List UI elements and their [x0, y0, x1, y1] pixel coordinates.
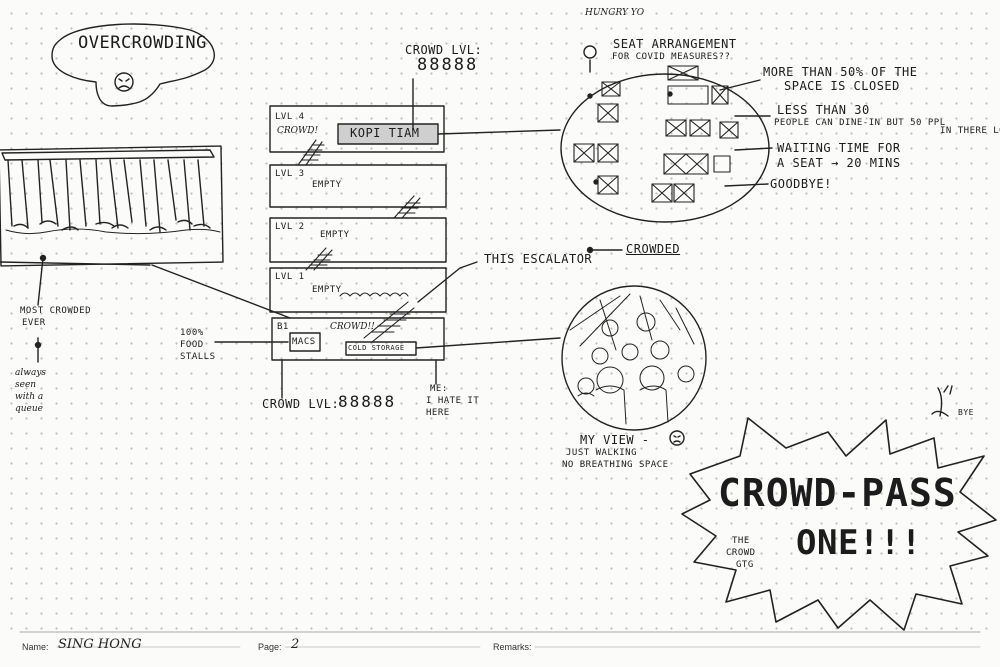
page-title: OVERCROWDING — [78, 34, 207, 54]
level-2-note: EMPTY — [320, 230, 350, 240]
goodbye-pointer — [725, 184, 768, 186]
level-3-note: EMPTY — [312, 180, 342, 190]
queue-sketch — [0, 146, 223, 266]
queue-note-1: always — [15, 368, 46, 378]
me-note-2: I HATE IT — [426, 396, 479, 406]
level-1-label: LVL 1 — [275, 272, 305, 282]
macs-label: MACS — [292, 337, 316, 347]
b1-label: B1 — [277, 322, 289, 332]
note-closed-2: SPACE IS CLOSED — [784, 80, 900, 94]
level-1-note: EMPTY — [312, 285, 342, 295]
closed-pointer — [720, 80, 760, 90]
remarks-label: Remarks: — [493, 642, 532, 652]
my-view-1: MY VIEW - — [580, 434, 650, 448]
name-label: Name: — [22, 642, 49, 652]
sad-face-icon — [115, 73, 133, 91]
crowd-gtg-2: CROWD — [726, 548, 756, 558]
kopitiam-circle-line — [438, 130, 560, 134]
crowd-gtg-1: THE — [732, 536, 750, 546]
food-stalls-3: STALLS — [180, 352, 216, 362]
note-goodbye: GOODBYE! — [770, 178, 832, 192]
me-note-1: ME: — [430, 384, 448, 394]
queue-note-2: seen — [15, 380, 36, 390]
name-value: SING HONG — [58, 637, 142, 652]
hungry-face-icon — [584, 46, 596, 58]
level-4-label: LVL 4 — [275, 112, 305, 122]
most-crowded-2: EVER — [22, 318, 46, 328]
coldstorage-label: COLD STORAGE — [348, 344, 405, 352]
crowd-scribble — [340, 293, 408, 296]
note-waiting-2: A SEAT → 20 MINS — [777, 157, 901, 171]
my-view-circle — [562, 286, 706, 430]
crowd-level-top-value: 88888 — [417, 56, 478, 76]
b1-note: CROWD!! — [330, 322, 375, 332]
my-view-face-icon — [670, 431, 684, 445]
food-stalls-1: 100% — [180, 328, 204, 338]
seat-heading-1: SEAT ARRANGEMENT — [613, 38, 737, 52]
crowd-level-bottom-value: 88888 — [338, 393, 396, 411]
crowd-pass-subtitle: ONE!!! — [796, 524, 922, 563]
crowd-pass-title: CROWD-PASS — [718, 472, 957, 516]
escalator-label: THIS ESCALATOR — [484, 253, 592, 267]
page-label: Page: — [258, 642, 282, 652]
bye-note: BYE — [958, 408, 974, 417]
note-waiting-1: WAITING TIME FOR — [777, 142, 901, 156]
page-footer: Name: SING HONG Page: 2 Remarks: — [0, 632, 1000, 667]
level-2-label: LVL 2 — [275, 222, 305, 232]
note-dinein-2: PEOPLE CAN DINE-IN BUT 50 PPL — [774, 118, 946, 128]
note-dinein-1: LESS THAN 30 — [777, 104, 870, 118]
note-closed-1: MORE THAN 50% OF THE — [763, 66, 918, 80]
level-3-label: LVL 3 — [275, 169, 305, 179]
seat-heading-2: FOR COVID MEASURES?? — [612, 52, 730, 62]
note-dinein-3: IN THERE LOL — [940, 126, 1000, 136]
page-number: 2 — [291, 637, 299, 652]
escalator-status: CROWDED — [626, 243, 680, 257]
most-crowded-1: MOST CROWDED — [20, 306, 91, 316]
queue-note-3: with a — [15, 392, 43, 402]
kopitiam-label: KOPI TIAM — [350, 127, 420, 141]
crowd-level-bottom-label: CROWD LVL: — [262, 398, 339, 412]
waving-hand-icon — [932, 386, 952, 416]
food-stalls-2: FOOD — [180, 340, 204, 350]
my-view-3: NO BREATHING SPACE — [562, 460, 669, 470]
hungry-note: HUNGRY YO — [585, 8, 644, 18]
seat-arrangement-circle — [561, 66, 769, 222]
crowd-gtg-3: GTG — [736, 560, 754, 570]
waiting-pointer — [735, 148, 772, 150]
my-view-line — [416, 338, 560, 348]
level-4-note: CROWD! — [277, 126, 318, 136]
me-note-3: HERE — [426, 408, 450, 418]
my-view-2: JUST WALKING — [566, 448, 637, 458]
queue-note-4: queue — [15, 404, 43, 414]
